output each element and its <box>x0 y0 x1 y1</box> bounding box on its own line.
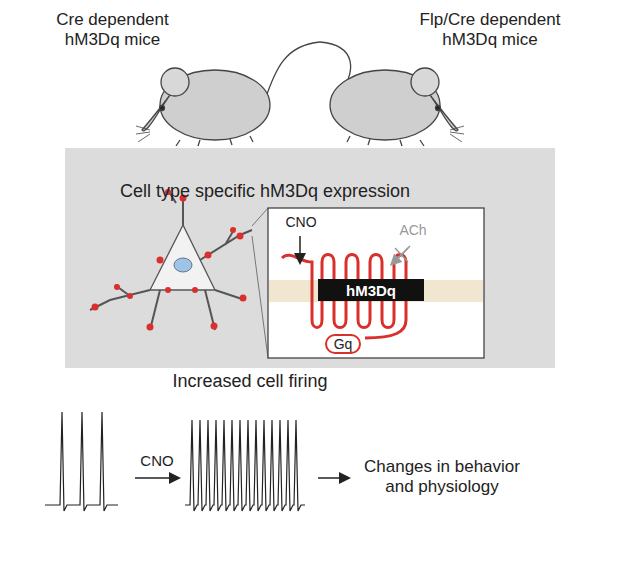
panel-label: Increased cell firing <box>150 371 350 393</box>
receptor-box: hM3Dq <box>318 279 424 301</box>
drug-label: CNO <box>134 452 180 470</box>
firing-trace <box>45 412 118 511</box>
mouse-left <box>136 42 320 146</box>
mouse-label: Flp/Cre dependent hM3Dq mice <box>405 10 575 51</box>
arrow <box>318 477 348 479</box>
firing-trace <box>185 420 305 511</box>
node-text: hM3Dq <box>346 282 396 299</box>
receptor-inset <box>268 208 484 358</box>
mouse-right <box>320 42 464 146</box>
mouse-label: Cre dependent hM3Dq mice <box>30 10 195 51</box>
band-title: Cell type specific hM3Dq expression <box>65 181 465 202</box>
ligand-label: ACh <box>396 222 430 239</box>
ligand-label: CNO <box>284 214 318 231</box>
arrow <box>135 477 178 479</box>
node-text: Gq <box>334 336 353 352</box>
gq-protein: Gq <box>325 334 361 354</box>
outcome-label: Changes in behavior and physiology <box>352 457 532 498</box>
